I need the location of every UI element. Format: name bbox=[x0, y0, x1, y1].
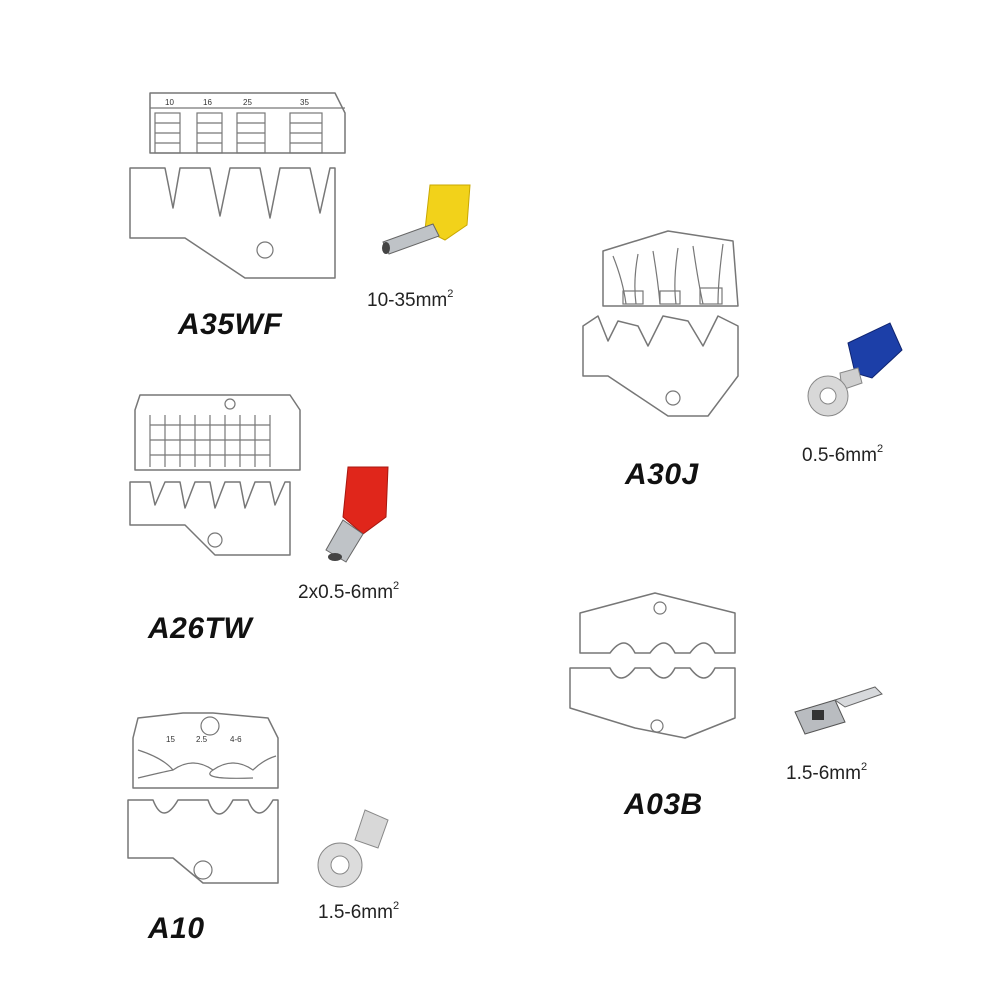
spec-text: 10-35mm bbox=[367, 290, 448, 311]
model-a03b: A03B bbox=[624, 788, 703, 821]
model-a10: A10 bbox=[148, 912, 205, 945]
red-twin-ferrule-icon bbox=[325, 466, 389, 563]
die-a03b-illustration bbox=[569, 592, 736, 739]
spec-sup: 2 bbox=[393, 580, 400, 592]
model-a35wf: A35WF bbox=[178, 308, 283, 341]
spec-sup: 2 bbox=[860, 761, 868, 773]
die-a35wf-illustration: 10 16 25 35 bbox=[129, 92, 346, 279]
die-label-text: 25 bbox=[243, 98, 252, 107]
die-a10-illustration: 15 2.5 4-6 bbox=[127, 712, 279, 884]
die-label-text: 2.5 bbox=[196, 735, 208, 744]
die-label-text: 4-6 bbox=[230, 735, 242, 744]
spec-a03b: 1.5-6mm2 bbox=[786, 761, 868, 785]
spec-text: 2x0.5-6mm bbox=[298, 582, 394, 603]
spec-text: 0.5-6mm bbox=[802, 445, 877, 466]
spec-sup: 2 bbox=[876, 443, 884, 455]
die-label-text: 10 bbox=[165, 98, 174, 107]
spec-a10: 1.5-6mm2 bbox=[318, 900, 400, 924]
spec-sup: 2 bbox=[392, 900, 400, 912]
model-a30j: A30J bbox=[625, 458, 699, 491]
spec-sup: 2 bbox=[447, 288, 454, 300]
die-label-text: 15 bbox=[166, 735, 175, 744]
spec-text: 1.5-6mm bbox=[318, 902, 393, 923]
die-label-text: 35 bbox=[300, 98, 309, 107]
spec-a26tw: 2x0.5-6mm2 bbox=[298, 580, 400, 604]
yellow-ferrule-icon bbox=[382, 184, 471, 255]
flag-terminal-icon bbox=[794, 686, 883, 735]
die-a30j-illustration bbox=[582, 230, 739, 417]
die-label-text: 16 bbox=[203, 98, 212, 107]
ring-terminal-icon bbox=[317, 809, 389, 888]
die-a26tw-illustration bbox=[129, 394, 301, 556]
spec-a35wf: 10-35mm2 bbox=[367, 288, 454, 312]
blue-ring-terminal-icon bbox=[807, 322, 903, 417]
spec-text: 1.5-6mm bbox=[786, 763, 861, 784]
spec-a30j: 0.5-6mm2 bbox=[802, 443, 884, 467]
model-a26tw: A26TW bbox=[148, 612, 253, 645]
